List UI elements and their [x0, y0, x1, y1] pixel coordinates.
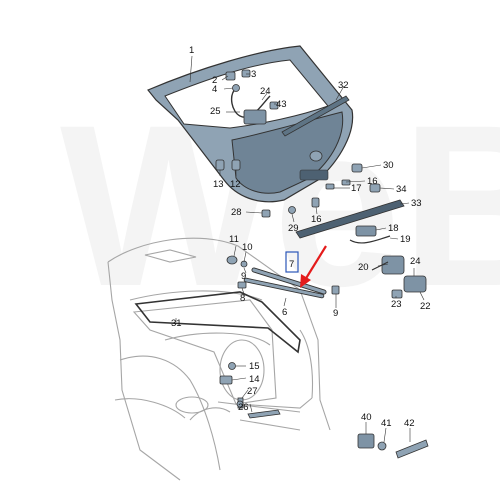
callout-23: 23 — [391, 299, 402, 310]
boot-small-parts — [219, 362, 281, 419]
gas-struts — [226, 255, 340, 299]
callout-4: 4 — [212, 84, 217, 95]
callout-16b: 16 — [311, 214, 322, 225]
callout-15: 15 — [249, 361, 260, 372]
callout-20: 20 — [358, 262, 369, 273]
callout-27: 27 — [247, 386, 258, 397]
callout-11: 11 — [229, 234, 239, 245]
accessory-parts — [357, 433, 429, 459]
callout-9b: 9 — [333, 308, 338, 319]
callout-9a: 9 — [241, 271, 246, 282]
callout-34: 34 — [396, 184, 407, 195]
callout-28: 28 — [231, 207, 242, 218]
callout-7: 7 — [289, 259, 294, 270]
callout-14: 14 — [249, 374, 260, 385]
callout-12: 12 — [230, 179, 241, 190]
callout-24: 24 — [260, 86, 271, 97]
highlight-arrow — [300, 245, 327, 288]
car-body-outline — [107, 237, 331, 481]
callout-1: 1 — [189, 45, 194, 56]
callout-40: 40 — [361, 412, 372, 423]
callout-numbers: 1 2 3 4 25 24 43 32 13 12 30 16 17 34 33… — [171, 45, 431, 429]
callout-31: 31 — [171, 318, 182, 329]
lock-components — [349, 225, 427, 299]
callout-42: 42 — [404, 418, 415, 429]
callout-13: 13 — [213, 179, 224, 190]
callout-2: 2 — [212, 75, 217, 86]
callout-24b: 24 — [410, 256, 421, 267]
callout-30: 30 — [383, 160, 394, 171]
callout-3: 3 — [251, 69, 256, 80]
callout-41: 41 — [381, 418, 392, 429]
wiring-loom — [230, 87, 271, 118]
callout-22: 22 — [420, 301, 431, 312]
spoiler-strip — [281, 95, 350, 137]
callout-6: 6 — [282, 307, 287, 318]
callout-32: 32 — [338, 80, 349, 91]
callout-29: 29 — [288, 223, 299, 234]
callout-19: 19 — [400, 234, 411, 245]
callout-10: 10 — [242, 242, 253, 253]
leader-lines — [175, 55, 425, 443]
callout-8: 8 — [240, 293, 245, 304]
callout-43: 43 — [276, 99, 287, 110]
lock-motor — [243, 109, 267, 125]
highlight-box — [285, 251, 299, 273]
callout-25: 25 — [210, 106, 221, 117]
handle-strip — [295, 199, 405, 239]
callout-26: 26 — [238, 402, 249, 413]
callout-33: 33 — [411, 198, 422, 209]
callout-18: 18 — [388, 223, 399, 234]
callout-17: 17 — [351, 183, 362, 194]
callout-16: 16 — [367, 176, 378, 187]
